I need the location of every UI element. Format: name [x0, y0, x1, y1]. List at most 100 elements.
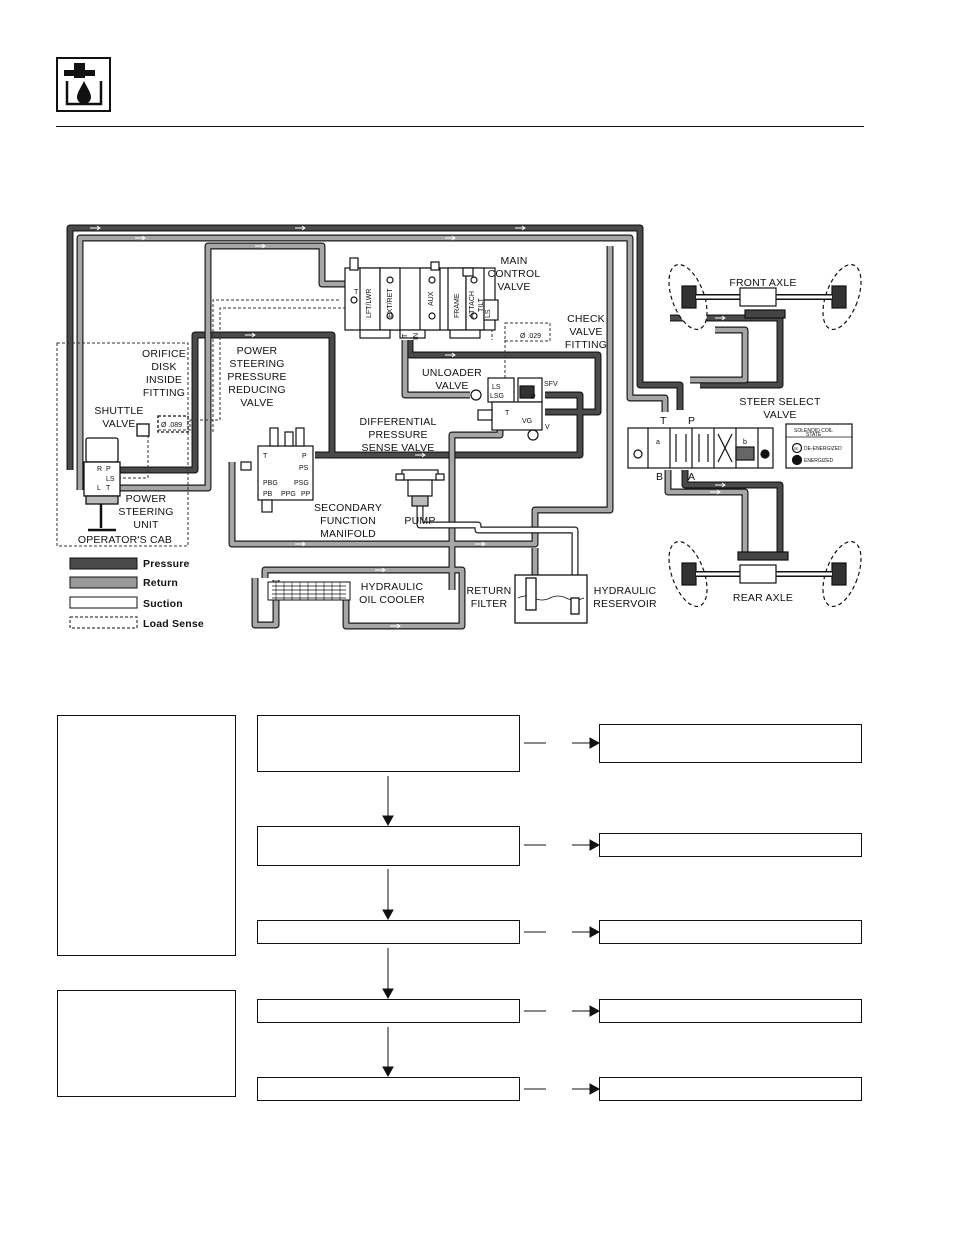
- diagram-label: R: [97, 466, 102, 473]
- orifice-size: Ø .089: [161, 422, 182, 429]
- label-oil-cooler: HYDRAULIC: [361, 581, 424, 593]
- flow-step-box-2: [257, 826, 520, 866]
- section-label: EXT/RET: [387, 288, 394, 318]
- hydraulic-oil-cooler: [267, 581, 351, 601]
- diagram-label: STATE: [806, 432, 822, 438]
- diagram-label: T: [660, 415, 667, 427]
- diagram-label: PS: [299, 465, 309, 472]
- section-label: TILT: [478, 297, 485, 312]
- label-rear-axle: REAR AXLE: [733, 592, 793, 604]
- label-shuttle-valve: SHUTTLE: [94, 405, 143, 417]
- right-arrow-icon: [524, 1083, 601, 1095]
- label-steer-select-valve: STEER SELECT: [739, 396, 821, 408]
- port-label: IN: [413, 333, 420, 340]
- port-label: T: [402, 333, 409, 338]
- legend-swatch-load-sense: [69, 616, 138, 629]
- diagram-label: LS: [106, 476, 115, 483]
- flow-step-box-5: [257, 1077, 520, 1101]
- pump: [395, 469, 445, 507]
- legend-label: Pressure: [143, 558, 190, 570]
- port-label: T: [354, 289, 359, 296]
- diagram-label: FILTER: [471, 598, 508, 610]
- diagram-label: VALVE: [435, 380, 468, 392]
- legend-swatch-pressure: [69, 557, 138, 570]
- diagram-label: SOLENOID COIL: [794, 428, 833, 434]
- flow-result-box-5: [599, 1077, 862, 1101]
- diagram-label: T: [106, 485, 111, 492]
- diagram-label: RESERVOIR: [593, 598, 657, 610]
- right-arrow-icon: [524, 737, 601, 749]
- orifice-disk-fitting: [157, 415, 189, 433]
- diagram-label: VALVE: [763, 409, 796, 421]
- diagram-label: VALVE: [102, 418, 135, 430]
- power-steering-unit: [83, 415, 189, 532]
- diagram-label: VALVE: [240, 397, 273, 409]
- legend-label: Suction: [143, 598, 183, 610]
- diagram-label: SFV: [544, 381, 558, 388]
- label-ps-reducing-valve: POWER: [237, 345, 278, 357]
- legend-swatch-return: [69, 576, 138, 589]
- diagram-label: MANIFOLD: [320, 528, 376, 540]
- diagram-label: STEERING: [229, 358, 284, 370]
- diagram-label: FITTING: [143, 387, 185, 399]
- diagram-label: PBG: [263, 480, 278, 487]
- down-arrow-icon: [382, 869, 394, 921]
- diagram-label: PPG: [281, 491, 296, 498]
- diagram-label: INSIDE: [146, 374, 182, 386]
- diagram-label: P: [106, 466, 111, 473]
- diagram-label: VG: [522, 418, 532, 425]
- diagram-label: REDUCING: [228, 384, 286, 396]
- diagram-label: T: [263, 453, 268, 460]
- label-check-valve-fitting: CHECK: [567, 313, 605, 325]
- flow-step-box-3: [257, 920, 520, 944]
- right-arrow-icon: [524, 926, 601, 938]
- diagram-label: P: [531, 394, 536, 401]
- label-pump: PUMP: [404, 515, 435, 527]
- diagram-label: PRESSURE: [227, 371, 286, 383]
- label-unloader-valve: UNLOADER: [422, 367, 482, 379]
- shuttle-valve: [136, 423, 150, 437]
- right-arrow-icon: [524, 839, 601, 851]
- label-dps-valve: DIFFERENTIAL: [359, 416, 436, 428]
- diagram-label: a: [656, 439, 660, 446]
- diagram-label: PRESSURE: [368, 429, 427, 441]
- diagram-label: SENSE VALVE: [361, 442, 434, 454]
- diagram-label: PSG: [294, 480, 309, 487]
- right-arrow-icon: [524, 1005, 601, 1017]
- diagram-label: V: [545, 424, 550, 431]
- flow-result-box-3: [599, 920, 862, 944]
- label-main-control-valve: MAIN: [500, 255, 527, 267]
- diagram-label: VALVE: [569, 326, 602, 338]
- diagram-label: PP: [301, 491, 311, 498]
- flow-result-box-2: [599, 833, 862, 857]
- diagram-label: STEERING: [118, 506, 173, 518]
- section-label: LFT/LWR: [366, 289, 373, 318]
- label-reservoir: HYDRAULIC: [594, 585, 657, 597]
- port-label: LS: [485, 309, 492, 318]
- secondary-function-manifold: [240, 427, 314, 513]
- diagram-label: P: [688, 415, 695, 427]
- return-filter: [525, 577, 537, 611]
- flow-step-box-4: [257, 999, 520, 1023]
- diagram-label: OIL COOLER: [359, 594, 425, 606]
- diagram-label: b: [743, 439, 747, 446]
- diagram-label: T: [505, 410, 510, 417]
- flow-result-box-4: [599, 999, 862, 1023]
- section-label: FRAME: [454, 293, 461, 318]
- check-orifice-size: Ø .029: [520, 333, 541, 340]
- label-front-axle: FRONT AXLE: [729, 277, 796, 289]
- section-label: AUX: [428, 291, 435, 306]
- label-return-filter: RETURN: [467, 585, 512, 597]
- hydraulic-schematic: LFT/LWR EXT/RET AUX FRAME ATTACH TILT T …: [56, 224, 862, 630]
- legend-label: Load Sense: [143, 618, 204, 630]
- hydraulic-oil-icon: [56, 57, 111, 112]
- diagram-label: DE: [794, 447, 798, 451]
- unloader-valve: [470, 377, 543, 441]
- down-arrow-icon: [382, 1027, 394, 1078]
- label-orifice-disk: ORIFICE: [142, 348, 186, 360]
- flow-step-box-1: [257, 715, 520, 772]
- down-arrow-icon: [382, 948, 394, 1000]
- front-axle: [668, 263, 862, 331]
- steer-select-valve: [627, 423, 853, 469]
- diagram-label: CONTROL: [488, 268, 541, 280]
